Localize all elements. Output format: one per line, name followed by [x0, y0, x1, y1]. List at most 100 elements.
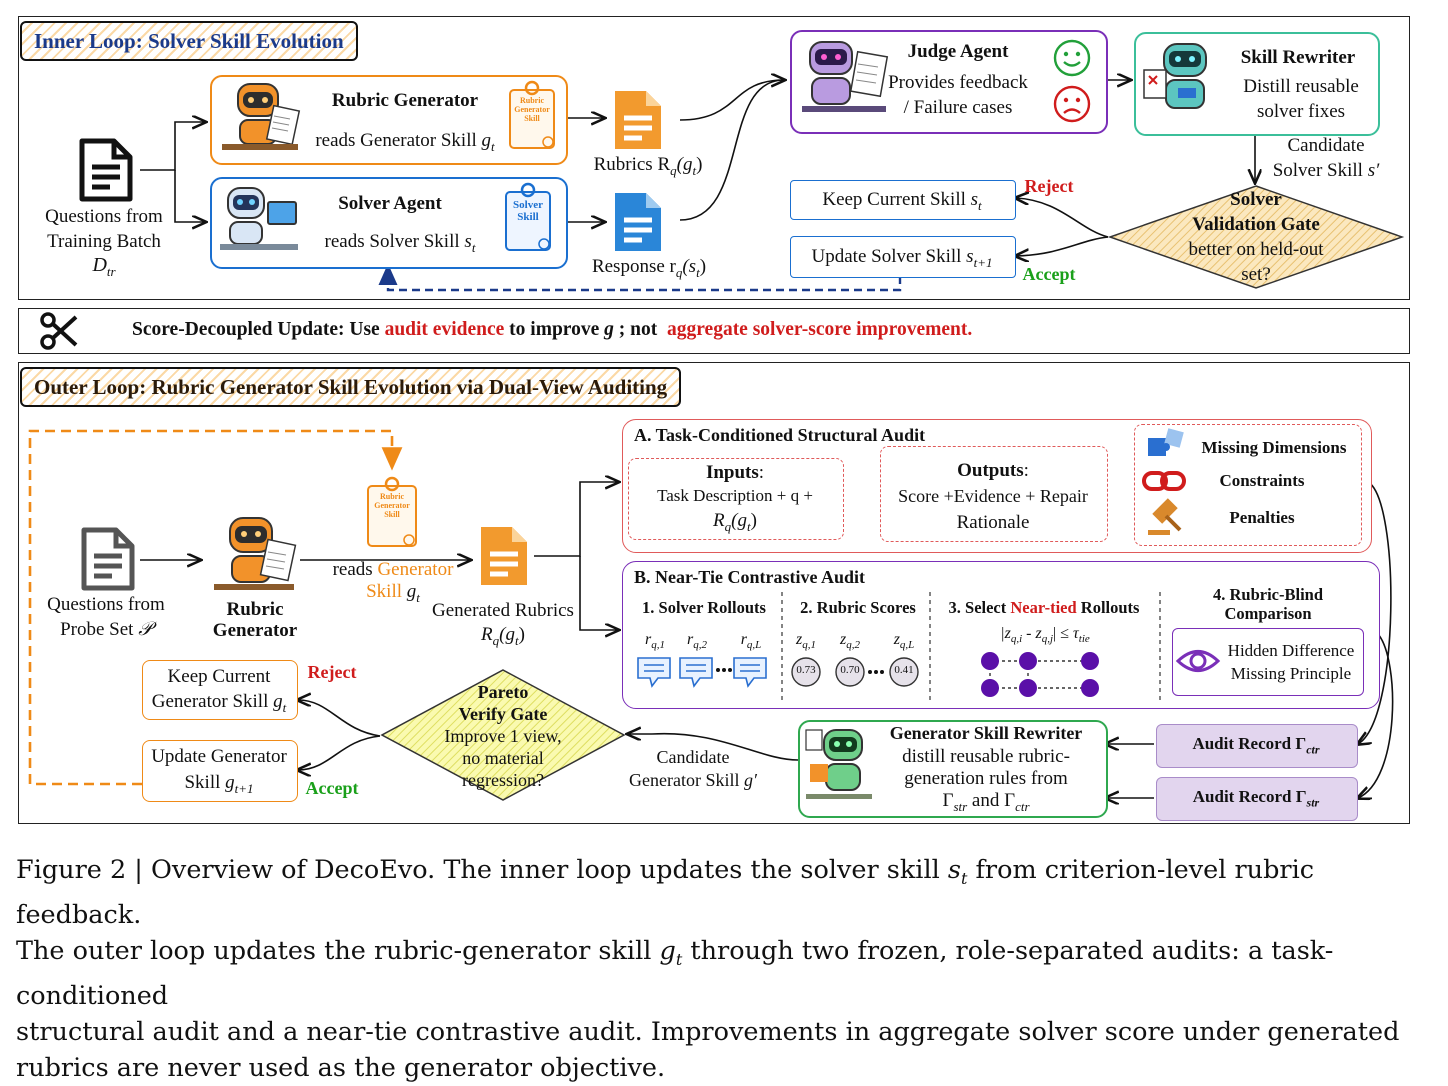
- pareto-gate-diamond: [380, 669, 626, 801]
- pareto-title-1: Pareto: [477, 682, 529, 702]
- gate-title-1: Solver: [1230, 189, 1282, 210]
- candidate-solver-line2: Solver Skill s′: [1272, 160, 1380, 181]
- inner-branch-arrows: [140, 0, 1448, 292]
- orange-robot-icon: [222, 83, 301, 150]
- audit-b-col4-line1: 4. Rubric-Blind: [1212, 585, 1324, 604]
- keep-current-generator-box: [142, 660, 298, 720]
- teal-robot-icon: [1143, 43, 1207, 109]
- rubrics-label: Rubrics Rq(gt): [593, 154, 703, 178]
- outer-questions-line1: Questions from: [47, 594, 165, 615]
- score-decoupled-banner: [18, 308, 1410, 354]
- inner-rubric-generator-desc: reads Generator Skill gt: [315, 130, 495, 154]
- score-var-2: zq,2: [840, 631, 860, 652]
- rubric-blind-item-1: Hidden Difference: [1227, 641, 1355, 660]
- score-var-1: zq,1: [796, 631, 816, 652]
- rubric-blind-item-2: Missing Principle: [1230, 664, 1352, 683]
- audit-a-item-penalties: Penalties: [1229, 508, 1295, 527]
- solver-agent-title: Solver Agent: [338, 193, 442, 214]
- audit-a-outputs-line2: Rationale: [956, 512, 1030, 533]
- audit-record-str-label: Audit Record Γstr: [1192, 787, 1320, 810]
- audit-b-col3: 3. Select Near-tied Rollouts: [948, 598, 1140, 617]
- candidate-generator-line1: Candidate: [656, 747, 730, 767]
- keep-current-skill-box: [790, 180, 1016, 220]
- outer-rubric-generator-line1: Rubric: [226, 599, 284, 620]
- rollout-label-2: rq,2: [687, 631, 707, 652]
- caption-line-3: structural audit and a near-tie contrast…: [16, 1017, 1400, 1048]
- score-circles: [791, 657, 919, 687]
- inner-questions-line1: Questions from: [45, 206, 163, 227]
- audit-a-outputs-box: [880, 446, 1108, 542]
- purple-robot-icon: [802, 41, 889, 112]
- inner-rubric-generator-title: Rubric Generator: [331, 90, 479, 111]
- outer-rubric-generator-line2: Generator: [212, 620, 298, 641]
- response-document-icon: [615, 193, 661, 251]
- score-value-3: 0.41: [894, 664, 914, 676]
- audit-a-inputs-box: [628, 458, 844, 540]
- figure-caption: Figure 2 | Overview of DecoEvo. The inne…: [16, 852, 1436, 1086]
- generator-scroll-text-2: Generator: [514, 105, 550, 114]
- score-value-1: 0.73: [796, 664, 816, 676]
- keep-current-generator-line1: Keep Current: [167, 666, 271, 687]
- candidate-solver-line1: Candidate: [1287, 135, 1365, 156]
- generator-rewriter-line2: generation rules from: [904, 768, 1068, 789]
- response-label: Response rq(st): [591, 256, 707, 280]
- pareto-line-3: regression?: [462, 770, 544, 790]
- audit-b-dividers: [781, 592, 1161, 700]
- audit-record-ctr-label: Audit Record Γctr: [1192, 734, 1320, 757]
- audit-a-item-constraints: Constraints: [1219, 471, 1305, 490]
- update-generator-line2: Skill gt+1: [184, 772, 254, 796]
- audit-b-title: B. Near-Tie Contrastive Audit: [634, 567, 865, 587]
- scissors-icon: [40, 312, 78, 350]
- judge-agent-title: Judge Agent: [907, 41, 1009, 62]
- green-robot-icon: [805, 729, 872, 799]
- keep-current-skill-label: Keep Current Skill st: [822, 189, 982, 213]
- outer-questions-line2: Probe Set 𝒫: [60, 619, 152, 640]
- happy-face-icon: [1053, 39, 1091, 77]
- update-solver-skill-box: [790, 236, 1016, 278]
- skill-rewriter-line2: solver fixes: [1256, 101, 1346, 122]
- generated-rubrics-var: Rq(gt): [481, 624, 525, 648]
- inner-accept-label: Accept: [1022, 264, 1076, 284]
- eye-icon: [1175, 650, 1221, 672]
- solver-validation-gate-diamond: [1107, 185, 1405, 289]
- inner-questions-line2: Training Batch: [47, 231, 161, 252]
- pareto-title-2: Verify Gate: [458, 704, 548, 724]
- pareto-line-1: Improve 1 view,: [444, 726, 562, 746]
- audit-b-col2: 2. Rubric Scores: [800, 598, 916, 617]
- outer-scroll-text-1: Rubric: [380, 492, 404, 501]
- near-tie-nodes: [981, 652, 1099, 697]
- puzzle-icon: [1148, 428, 1184, 456]
- generated-rubrics-document-icon: [481, 527, 527, 585]
- judge-agent-line2: / Failure cases: [903, 97, 1013, 118]
- solver-agent-desc: reads Solver Skill st: [324, 231, 476, 255]
- solver-scroll-text-2: Skill: [517, 211, 539, 223]
- generator-skill-scroll-icon: [509, 80, 555, 149]
- generator-rewriter-line1: distill reusable rubric-: [902, 746, 1070, 767]
- caption-line-4: rubrics are never used as the generator …: [16, 1053, 666, 1084]
- rollout-label-3: rq,L: [740, 631, 762, 652]
- audit-a-inputs-line2: Rq(gt): [713, 510, 757, 534]
- score-value-2: 0.70: [840, 664, 860, 676]
- solver-scroll-text-1: Solver: [513, 199, 543, 211]
- probe-document-icon: [81, 527, 135, 591]
- sad-face-icon: [1053, 85, 1091, 123]
- gate-title-2: Validation Gate: [1192, 214, 1320, 235]
- rollout-label-1: rq,1: [645, 631, 665, 652]
- score-var-3: zq,L: [893, 631, 915, 652]
- generator-rewriter-line3: Γstr and Γctr: [942, 790, 1030, 814]
- inner-reject-label: Reject: [1024, 176, 1074, 196]
- rubrics-document-icon: [615, 91, 661, 149]
- update-generator-box: [142, 740, 298, 802]
- generator-scroll-text-1: Rubric: [520, 96, 544, 105]
- audit-a-item-missing-dimensions: Missing Dimensions: [1201, 438, 1347, 457]
- audit-a-outputs-title: Outputs:: [957, 460, 1029, 481]
- generator-rewriter-title: Generator Skill Rewriter: [889, 723, 1083, 743]
- audit-a-inputs-line1: Task Description + q +: [657, 486, 813, 505]
- outer-reads-generator-line1: reads Generator: [332, 559, 454, 580]
- chain-link-icon: [1142, 471, 1186, 491]
- audit-a-inputs-title: Inputs:: [705, 462, 765, 483]
- near-tie-formula: |zq,i - zq,j| ≤ τtie: [1000, 625, 1090, 646]
- inner-questions-var: Dtr: [92, 254, 116, 279]
- outer-orange-robot-icon: [214, 517, 297, 590]
- inner-loop-title: Inner Loop: Solver Skill Evolution: [20, 21, 358, 61]
